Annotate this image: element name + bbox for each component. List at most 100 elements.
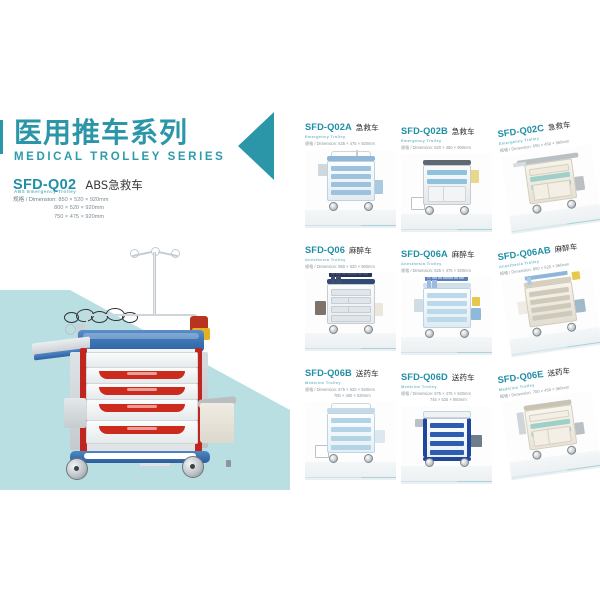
base-frame [327,324,375,334]
product-dimensions: 规格 / Dimension: 675 × 475 × 920mm 745 × … [401,391,492,403]
arm-hook-icon [65,324,76,335]
hero-product-image [32,247,250,498]
drawer-handle [426,309,467,314]
product-code: SFD-Q02B [401,126,448,136]
side-bin [373,180,383,194]
product-name-en: Anesthesia Trolley [305,257,346,262]
drawer-handle [330,445,371,450]
side-table [317,164,327,176]
product-photo [401,406,492,484]
product-name-cn: 送药车 [546,366,571,379]
caster-wheel [459,329,469,338]
product-name-cn: 送药车 [355,369,379,378]
product-dimension-label: 规格 / Dimension: [305,264,338,269]
product-name-cn: 送药车 [451,373,475,382]
product-dimensions: 规格 / Dimension: 625 × 475 × 920mm [401,268,492,274]
product-dimensions: 规格 / Dimension: 625 × 475 × 920mm [305,141,396,147]
product-photo [305,402,396,480]
product-dimension-value: 675 × 475 × 920mm [434,391,471,396]
product-dimension-value: 625 × 475 × 920mm [338,141,375,146]
mini-trolley [317,150,383,211]
product-name-cn: 麻醉车 [348,246,372,255]
drawer-handle [429,432,464,437]
cabinet-body [523,281,577,328]
drawer-top [86,352,231,467]
cabinet-door [547,425,572,445]
product-dimension-label: 规格 / Dimension: [305,387,338,392]
product-dimension-value: 850 × 520 × 960mm [338,264,375,269]
product-dimension-value: 675 × 520 × 920mm [338,387,375,392]
caster-wheel [328,325,338,334]
cabinet-body [523,158,577,205]
overhead-bin-rack [329,273,372,285]
top-tray [422,411,471,418]
top-tray [78,330,204,352]
top-tray [422,283,471,288]
waste-bin [314,301,326,315]
drawer [348,306,371,313]
page-title-cn: 医用推车系列 [14,116,189,149]
drawer-handle [330,166,371,171]
base-frame [423,328,471,338]
product-name-cn: 麻醉车 [554,242,578,255]
cabinet-body [422,288,471,328]
top-tray [326,279,375,284]
product-name-en: Medicine Trolley [305,380,341,385]
base-frame [422,457,471,467]
product-photo [500,390,600,481]
hero-dimension-value: 800 × 520 × 920mm [54,205,105,212]
caster-wheel [66,458,88,480]
side-hook [414,419,423,427]
mini-trolley [516,267,586,338]
cabinet-body [326,284,375,324]
drawer-handle [426,293,467,298]
product-dimension-label: 规格 / Dimension: [401,268,434,273]
base-frame [423,205,471,215]
sharps-container [469,170,479,183]
top-tray [326,156,375,161]
iv-pole [153,252,156,314]
drawer-handle [99,387,185,395]
caster-wheel [328,202,338,211]
hero-model-code: SFD-Q02 [13,177,77,193]
hero-model-name: ABS急救车 [85,178,143,192]
mini-trolley [515,399,585,461]
product-dimension-value: 625 × 475 × 920mm [434,268,471,273]
push-rail [330,403,371,408]
waste-bin [200,403,234,443]
product-photo [401,277,492,355]
waste-bin [469,435,482,447]
product-dimension-label: 规格 / Dimension: [401,391,434,396]
product-code: SFD-Q06 [305,245,345,255]
base-bar [422,457,471,461]
top-tray [326,408,375,413]
hero-model-row: SFD-Q02 ABS急救车 [13,176,143,194]
drawer [330,315,371,322]
product-code: SFD-Q06B [305,368,352,378]
mini-trolley [414,411,482,467]
hero-dimension-value: 850 × 520 × 920mm [58,197,109,203]
drawer-handle [426,317,467,322]
product-name-en: Emergency Trolley [401,138,442,143]
drawer-handle [426,170,467,175]
hero-dimensions: 规格 / Dimension: 850 × 520 × 920mm 800 × … [13,196,108,221]
drawer-handle [330,436,371,441]
product-name-cn: 急救车 [451,127,475,136]
caster-wheel [363,202,373,211]
product-dimension-label: 规格 / Dimension: [305,141,338,146]
side-bin [374,430,385,443]
product-photo [500,267,600,358]
